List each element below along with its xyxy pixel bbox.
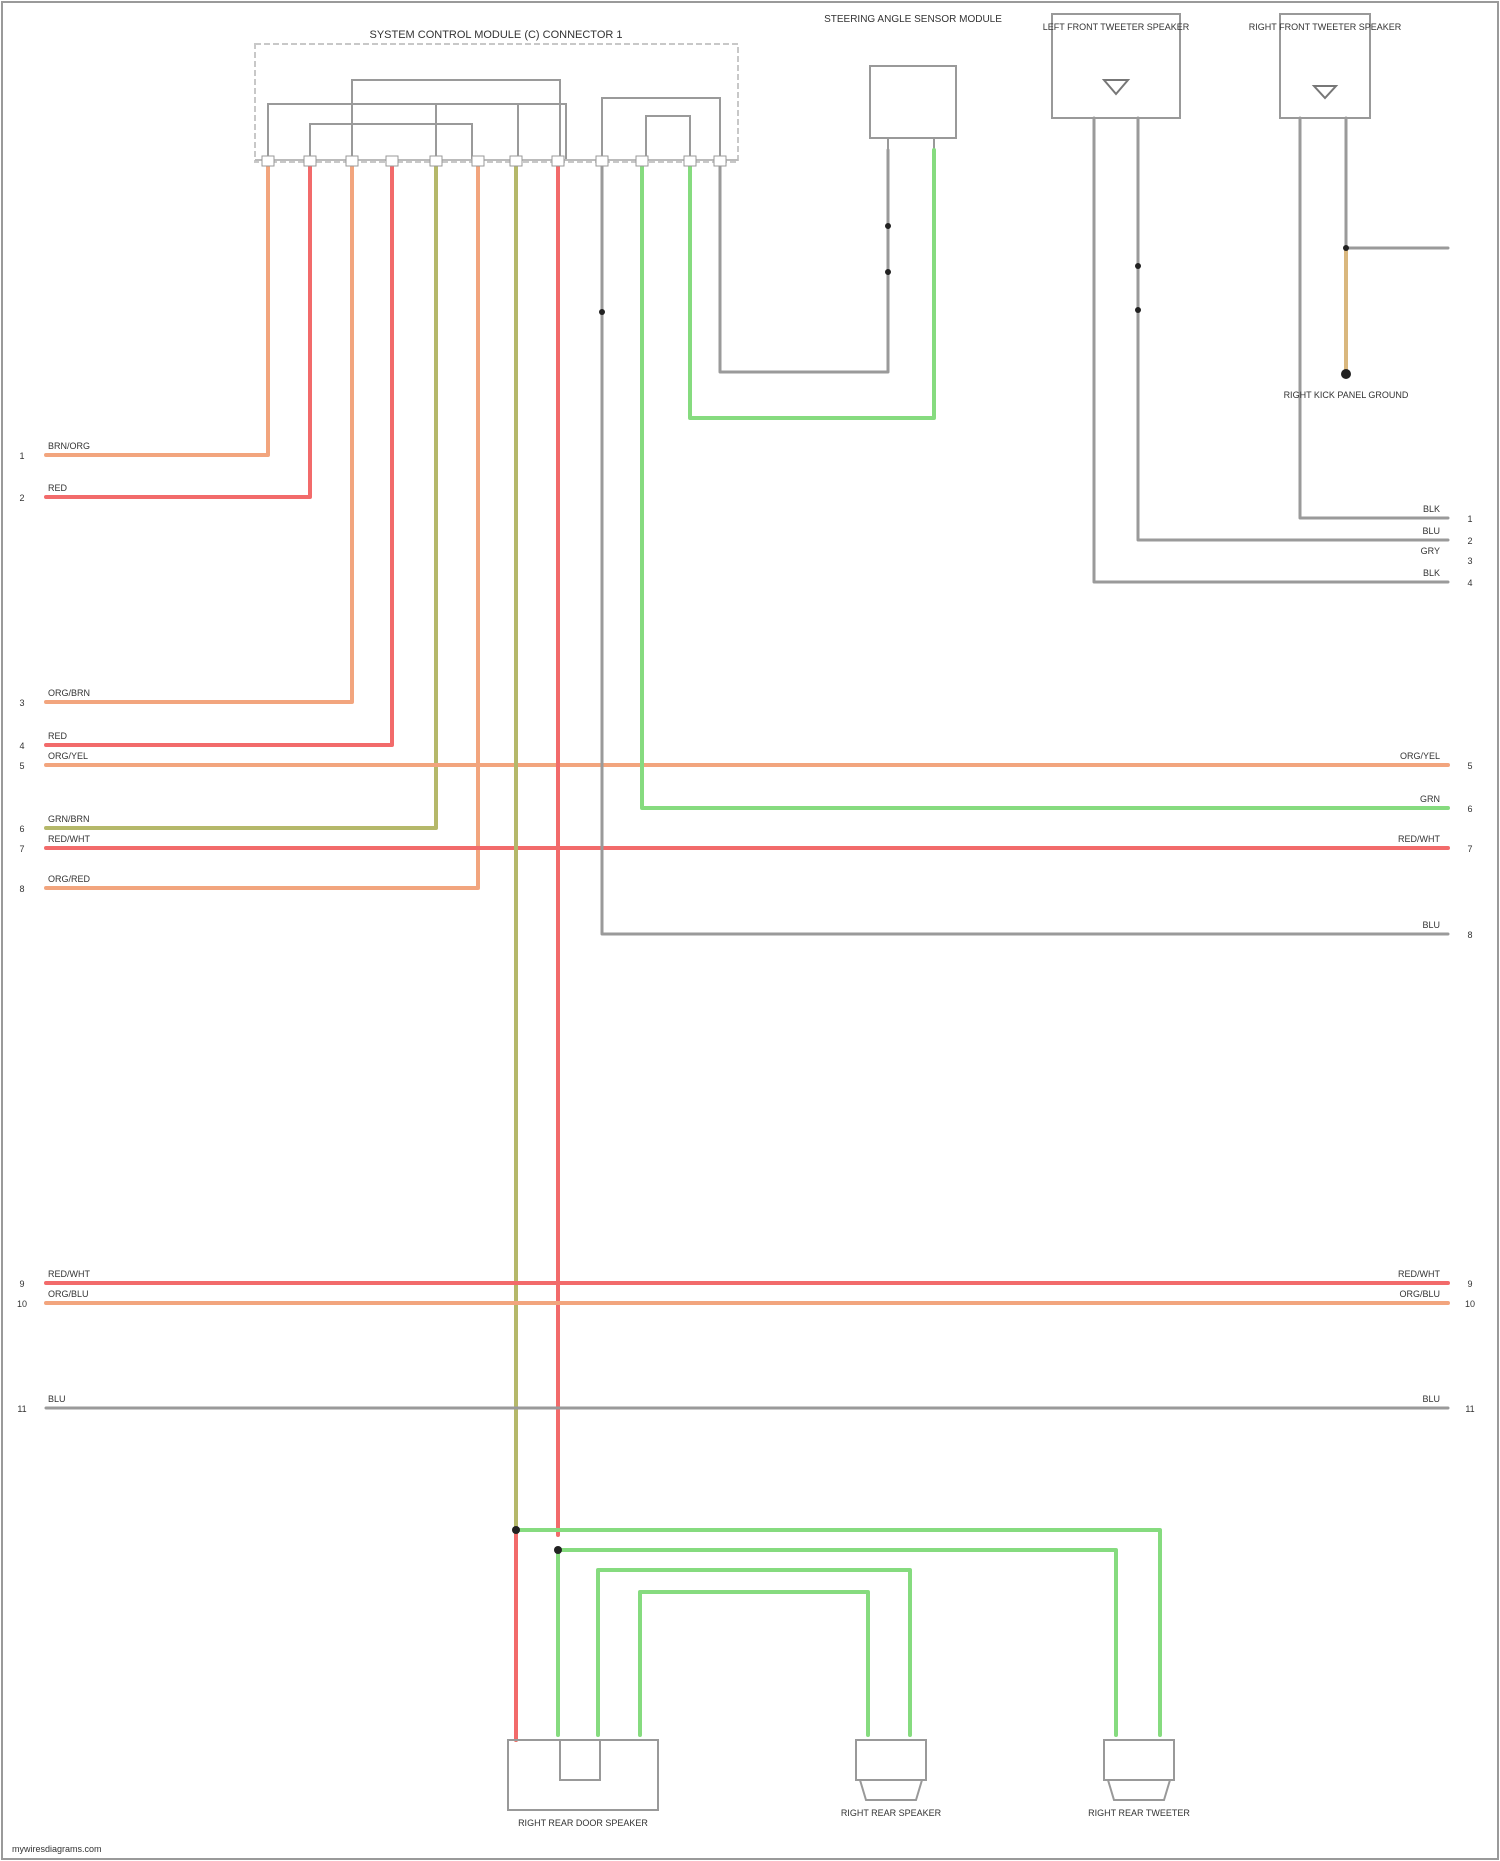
wire-green-bus-5 — [640, 1592, 868, 1735]
wire-spk-right-b — [1346, 118, 1448, 248]
right-wire-code: BLU — [1422, 920, 1440, 930]
left-wire-number: 9 — [19, 1279, 24, 1289]
connector-pin — [596, 156, 608, 166]
bottom-speaker-1-label: RIGHT REAR SPEAKER — [841, 1808, 942, 1818]
wire-brn-org — [46, 165, 268, 455]
left-wire-number: 6 — [19, 824, 24, 834]
right-wire-number: 11 — [1465, 1404, 1474, 1414]
speaker-right-label: RIGHT FRONT TWEETER SPEAKER — [1249, 22, 1402, 32]
right-wire-number: 6 — [1467, 804, 1472, 814]
connector-pin — [472, 156, 484, 166]
left-wire-code: GRN/BRN — [48, 814, 90, 824]
left-wire-number: 2 — [19, 493, 24, 503]
wire-org-brn — [46, 165, 352, 702]
main-module-label: SYSTEM CONTROL MODULE (C) CONNECTOR 1 — [369, 29, 622, 41]
connector-pin — [684, 156, 696, 166]
right-wire-number: 7 — [1467, 844, 1472, 854]
ground-label: RIGHT KICK PANEL GROUND — [1284, 390, 1409, 400]
right-wire-code: BLK — [1423, 504, 1440, 514]
top-module: STEERING ANGLE SENSOR MODULE — [824, 14, 1002, 150]
left-wire-code: RED/WHT — [48, 1269, 90, 1279]
wire-green-bus-1 — [516, 1530, 1160, 1735]
left-wire-number: 4 — [19, 741, 24, 751]
wire-spk-right-a — [1300, 118, 1448, 518]
right-wire-code: GRY — [1421, 546, 1440, 556]
right-wire-code: ORG/BLU — [1399, 1289, 1440, 1299]
speaker-left-box: LEFT FRONT TWEETER SPEAKER — [1043, 14, 1190, 118]
right-wire-code: ORG/YEL — [1400, 751, 1440, 761]
wire-spk-left-a — [1094, 118, 1448, 582]
connector-pin — [304, 156, 316, 166]
bottom-speaker-2: RIGHT REAR TWEETER — [1088, 1740, 1190, 1818]
left-wire-code: RED/WHT — [48, 834, 90, 844]
wire-green-bus-4 — [598, 1570, 910, 1735]
wire-gray-top — [720, 150, 888, 372]
left-wire-number: 7 — [19, 844, 24, 854]
speaker-right-box: RIGHT FRONT TWEETER SPEAKER — [1249, 14, 1402, 118]
left-wire-code: ORG/RED — [48, 874, 91, 884]
right-wire-labels: BLK1BLU2GRY3BLK4ORG/YEL5GRN6RED/WHT7BLU8… — [1398, 504, 1475, 1414]
wire-org-red — [46, 165, 478, 888]
left-wire-labels: BRN/ORG1RED2ORG/BRN3RED4ORG/YEL5GRN/BRN6… — [17, 441, 91, 1414]
right-wire-number: 4 — [1467, 578, 1472, 588]
left-wire-code: ORG/BRN — [48, 688, 90, 698]
wire-spk-left-b — [1138, 118, 1448, 540]
footer-watermark: mywiresdiagrams.com — [12, 1844, 102, 1854]
right-wire-code: RED/WHT — [1398, 1269, 1440, 1279]
right-wire-number: 9 — [1467, 1279, 1472, 1289]
left-wire-number: 10 — [17, 1299, 27, 1309]
right-wire-code: BLK — [1423, 568, 1440, 578]
left-wire-code: RED — [48, 483, 68, 493]
right-wire-code: GRN — [1420, 794, 1440, 804]
left-wire-number: 8 — [19, 884, 24, 894]
right-wire-code: BLU — [1422, 526, 1440, 536]
connector-pin — [552, 156, 564, 166]
connector-pin — [430, 156, 442, 166]
left-wire-code: RED — [48, 731, 68, 741]
left-wire-code: BRN/ORG — [48, 441, 90, 451]
right-wire-code: RED/WHT — [1398, 834, 1440, 844]
bottom-speaker-2-label: RIGHT REAR TWEETER — [1088, 1808, 1190, 1818]
bottom-speaker-1: RIGHT REAR SPEAKER — [841, 1740, 942, 1818]
wire-green-top — [690, 150, 934, 418]
right-wire-code: BLU — [1422, 1394, 1440, 1404]
left-wire-number: 11 — [17, 1404, 26, 1414]
left-wire-code: BLU — [48, 1394, 66, 1404]
connector-pin — [346, 156, 358, 166]
bottom-module-label: RIGHT REAR DOOR SPEAKER — [518, 1818, 648, 1828]
speaker-left-label: LEFT FRONT TWEETER SPEAKER — [1043, 22, 1190, 32]
left-wire-code: ORG/YEL — [48, 751, 88, 761]
left-wire-code: ORG/BLU — [48, 1289, 89, 1299]
connector-pin — [510, 156, 522, 166]
right-wire-number: 1 — [1467, 514, 1472, 524]
wire-grn — [642, 165, 1448, 808]
right-wire-number: 10 — [1465, 1299, 1475, 1309]
main-module: SYSTEM CONTROL MODULE (C) CONNECTOR 1 — [255, 29, 738, 162]
left-wire-number: 1 — [19, 451, 24, 461]
right-wire-number: 2 — [1467, 536, 1472, 546]
connector-pin — [262, 156, 274, 166]
connector-pin — [714, 156, 726, 166]
left-wire-number: 5 — [19, 761, 24, 771]
wire-network — [46, 118, 1448, 1740]
right-wire-number: 3 — [1467, 556, 1472, 566]
right-wire-number: 5 — [1467, 761, 1472, 771]
top-module-label: STEERING ANGLE SENSOR MODULE — [824, 14, 1002, 25]
wire-blu-8 — [602, 165, 1448, 934]
connector-pin — [386, 156, 398, 166]
bottom-module: RIGHT REAR DOOR SPEAKER — [508, 1740, 658, 1828]
splice-points — [512, 223, 1351, 1554]
connector-pin — [636, 156, 648, 166]
left-wire-number: 3 — [19, 698, 24, 708]
right-wire-number: 8 — [1467, 930, 1472, 940]
